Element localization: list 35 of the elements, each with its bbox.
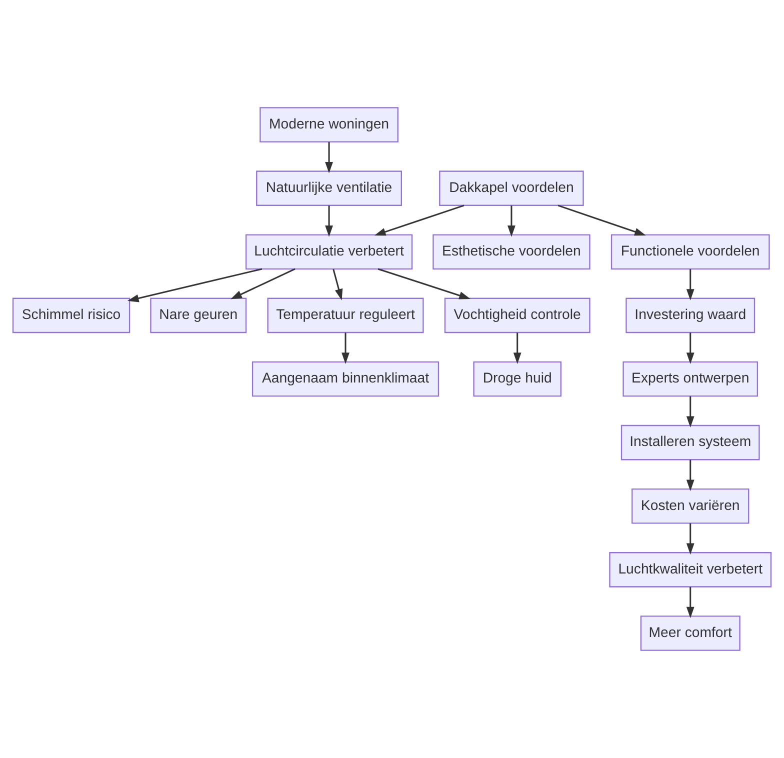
arrow — [342, 332, 350, 364]
node-box: Luchtcirculatie verbetert — [245, 234, 413, 270]
node-box: Investering waard — [626, 298, 756, 334]
arrow — [332, 268, 343, 300]
node-box: Nare geuren — [150, 298, 247, 334]
node-box: Kosten variëren — [632, 488, 750, 524]
arrow — [686, 460, 694, 492]
arrow — [127, 268, 262, 302]
node-box: Natuurlijke ventilatie — [256, 170, 402, 206]
arrow — [686, 269, 694, 300]
node-box: Temperatuur reguleert — [267, 298, 424, 334]
arrow — [686, 586, 694, 618]
node-box: Meer comfort — [640, 616, 740, 651]
arrow — [325, 206, 333, 237]
arrow — [325, 142, 333, 174]
node-box: Luchtkwaliteit verbetert — [609, 552, 772, 588]
node-box: Droge huid — [473, 361, 562, 397]
node-box: Moderne woningen — [260, 107, 398, 142]
node-box: Experts ontwerpen — [622, 361, 758, 397]
node-box: Vochtigheid controle — [444, 298, 590, 334]
arrow — [230, 268, 296, 300]
arrow — [374, 204, 464, 236]
node-box: Schimmel risico — [12, 298, 130, 334]
node-box: Esthetische voordelen — [432, 234, 590, 270]
node-box: Dakkapel voordelen — [439, 170, 584, 206]
arrow — [513, 332, 522, 364]
arrow — [558, 204, 646, 236]
arrow — [686, 396, 694, 428]
arrow — [686, 523, 694, 555]
arrow — [508, 206, 516, 237]
arrow — [378, 268, 470, 300]
node-box: Functionele voordelen — [610, 234, 770, 270]
node-box: Installeren systeem — [620, 424, 760, 460]
node-box: Aangenaam binnenklimaat — [252, 361, 440, 397]
arrow — [686, 332, 694, 364]
